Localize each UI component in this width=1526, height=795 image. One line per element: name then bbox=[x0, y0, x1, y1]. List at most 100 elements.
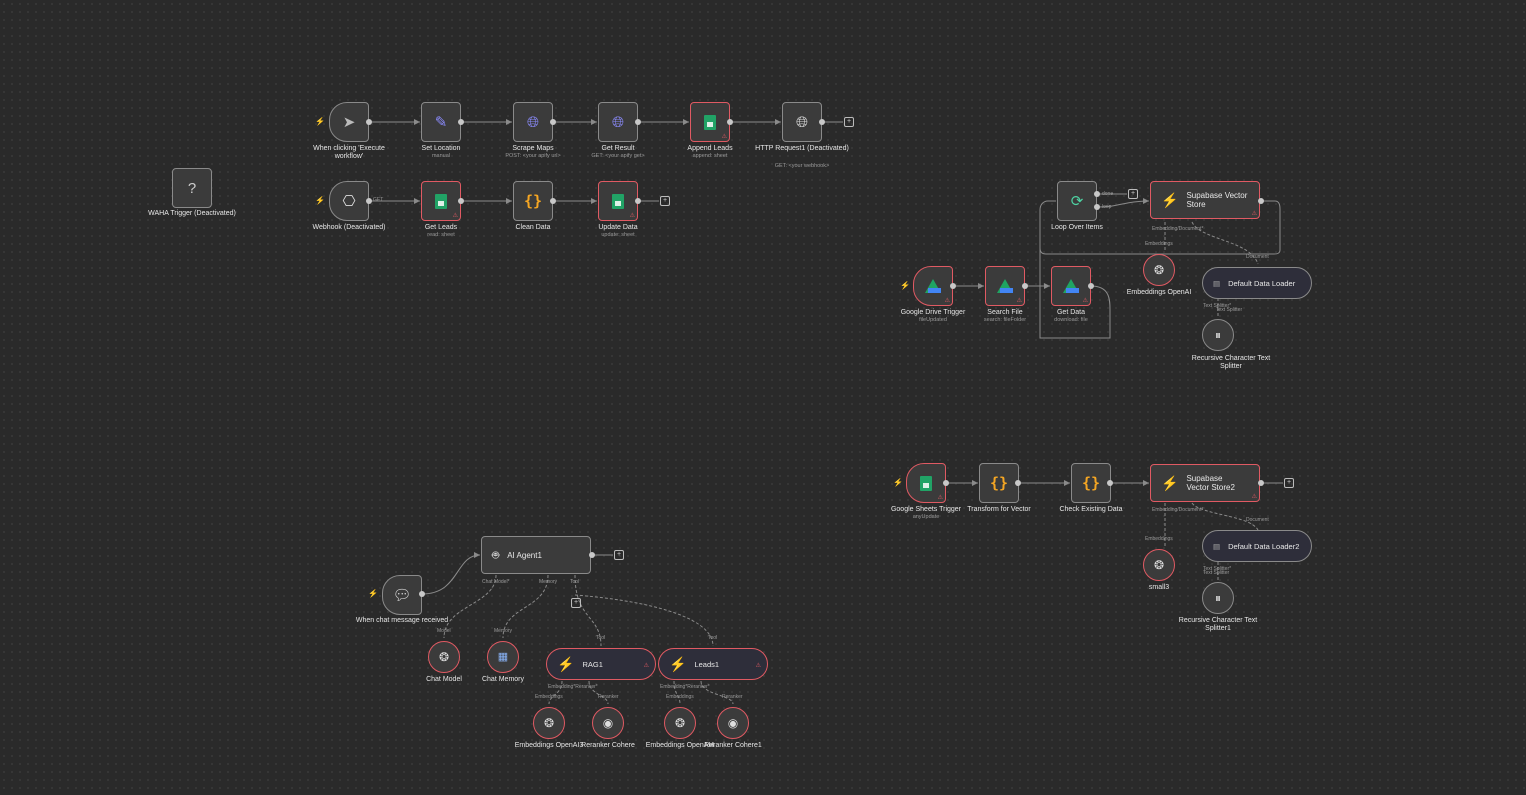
node-execute-workflow[interactable]: ➤ bbox=[329, 102, 369, 142]
port-label: Text Splitter bbox=[1203, 570, 1230, 576]
node-reranker-cohere[interactable]: ◉ bbox=[592, 707, 624, 739]
trigger-bolt-icon: ⚡ bbox=[315, 196, 325, 205]
node-subtitle: anyUpdate bbox=[912, 514, 940, 520]
output-port[interactable] bbox=[1258, 480, 1264, 486]
output-port[interactable] bbox=[635, 119, 641, 125]
port-label: Tool bbox=[596, 635, 606, 641]
node-check-existing-data[interactable]: {} bbox=[1071, 463, 1111, 503]
node-small3[interactable]: ❂ bbox=[1143, 549, 1175, 581]
add-tool-button[interactable]: + bbox=[571, 598, 581, 608]
output-port[interactable] bbox=[943, 480, 949, 486]
node-chat-memory[interactable]: ▦ bbox=[487, 641, 519, 673]
warning-icon: ⚠ bbox=[1082, 298, 1088, 304]
node-chat-model[interactable]: ❂ bbox=[428, 641, 460, 673]
node-waha-trigger[interactable]: ? bbox=[172, 168, 212, 208]
warning-icon: ⚠ bbox=[452, 213, 458, 219]
port-label: Memory bbox=[494, 628, 513, 634]
node-leads1[interactable]: ⚡ Leads1 ⚠ bbox=[658, 648, 768, 680]
node-get-result[interactable]: 🌐︎ bbox=[598, 102, 638, 142]
node-label: Clean Data bbox=[515, 224, 551, 231]
warning-icon: ⚠ bbox=[944, 298, 950, 304]
supabase-icon: ⚡ bbox=[557, 655, 575, 672]
node-get-leads[interactable]: ⚠ bbox=[421, 181, 461, 221]
output-port[interactable] bbox=[819, 119, 825, 125]
node-append-leads[interactable]: ⚠ bbox=[690, 102, 730, 142]
node-embeddings-openai[interactable]: ❂ bbox=[1143, 254, 1175, 286]
node-recursive-character-text-splitter1[interactable]: ⏸ bbox=[1202, 582, 1234, 614]
node-subtitle: read: sheet bbox=[427, 232, 455, 238]
node-chat-trigger[interactable]: 💬︎ bbox=[382, 575, 422, 615]
add-node-button[interactable]: + bbox=[660, 196, 670, 206]
node-embeddings-openai4[interactable]: ❂ bbox=[664, 707, 696, 739]
node-label: Default Data Loader2 bbox=[1228, 541, 1300, 551]
warning-icon: ⚠ bbox=[937, 495, 943, 501]
output-port[interactable] bbox=[419, 591, 425, 597]
webhook-icon: ⎔ bbox=[342, 192, 356, 210]
node-google-sheets-trigger[interactable]: ⚠ bbox=[906, 463, 946, 503]
document-icon: ▤ bbox=[1213, 541, 1221, 551]
splitter-icon: ⏸ bbox=[1214, 591, 1221, 605]
output-port[interactable] bbox=[366, 198, 372, 204]
node-default-data-loader[interactable]: ▤ Default Data Loader bbox=[1202, 267, 1312, 299]
node-search-file[interactable]: ⚠ bbox=[985, 266, 1025, 306]
output-port[interactable] bbox=[635, 198, 641, 204]
node-clean-data[interactable]: {} bbox=[513, 181, 553, 221]
output-port[interactable] bbox=[1258, 198, 1264, 204]
trigger-bolt-icon: ⚡ bbox=[315, 117, 325, 126]
output-port[interactable] bbox=[1094, 191, 1100, 197]
node-google-drive-trigger[interactable]: ⚠ bbox=[913, 266, 953, 306]
warning-icon: ⚠ bbox=[721, 134, 727, 140]
node-set-location[interactable]: ✎ bbox=[421, 102, 461, 142]
document-icon: ▤ bbox=[1213, 278, 1221, 288]
node-rag1[interactable]: ⚡ RAG1 ⚠ bbox=[546, 648, 656, 680]
output-port[interactable] bbox=[1088, 283, 1094, 289]
warning-icon: ⚠ bbox=[629, 213, 635, 219]
node-subtitle: fileUpdated bbox=[919, 317, 947, 323]
node-label: Get Leads bbox=[424, 224, 458, 231]
node-loop-over-items[interactable]: ⟳ bbox=[1057, 181, 1097, 221]
node-embeddings-openai3[interactable]: ❂ bbox=[533, 707, 565, 739]
output-port[interactable] bbox=[1107, 480, 1113, 486]
node-label: Append Leads bbox=[687, 145, 733, 152]
google-sheets-icon bbox=[920, 475, 932, 491]
output-port[interactable] bbox=[458, 198, 464, 204]
output-port[interactable] bbox=[589, 552, 595, 558]
output-port[interactable] bbox=[1022, 283, 1028, 289]
node-update-data[interactable]: ⚠ bbox=[598, 181, 638, 221]
add-node-button[interactable]: + bbox=[1128, 189, 1138, 199]
node-label: Webhook (Deactivated) bbox=[312, 224, 386, 231]
port-label: Embeddings bbox=[1145, 536, 1173, 542]
node-label: Search File bbox=[987, 309, 1023, 316]
node-transform-for-vector[interactable]: {} bbox=[979, 463, 1019, 503]
output-port[interactable] bbox=[950, 283, 956, 289]
node-label: Supabase Vector Store bbox=[1186, 191, 1248, 209]
node-label: Supabase Vector Store2 bbox=[1186, 474, 1235, 492]
node-ai-agent1[interactable]: 🤖︎ AI Agent1 bbox=[481, 536, 591, 574]
node-supabase-vector-store2[interactable]: ⚡ Supabase Vector Store2 ⚠ bbox=[1150, 464, 1260, 502]
output-port[interactable] bbox=[1094, 204, 1100, 210]
output-port[interactable] bbox=[550, 198, 556, 204]
node-recursive-character-text-splitter[interactable]: ⏸ bbox=[1202, 319, 1234, 351]
node-label: Reranker Cohere bbox=[581, 742, 635, 749]
node-label: Google Sheets Trigger bbox=[890, 506, 962, 513]
node-supabase-vector-store[interactable]: ⚡ Supabase Vector Store ⚠ bbox=[1150, 181, 1260, 219]
add-node-button[interactable]: + bbox=[844, 117, 854, 127]
output-port[interactable] bbox=[366, 119, 372, 125]
node-webhook[interactable]: ⎔ bbox=[329, 181, 369, 221]
output-port[interactable] bbox=[727, 119, 733, 125]
output-port[interactable] bbox=[458, 119, 464, 125]
openai-icon: ❂ bbox=[438, 650, 450, 664]
output-port[interactable] bbox=[1015, 480, 1021, 486]
node-scrape-maps[interactable]: 🌐︎ bbox=[513, 102, 553, 142]
port-label: Text Splitter bbox=[1216, 307, 1243, 313]
node-get-data[interactable]: ⚠ bbox=[1051, 266, 1091, 306]
node-label: HTTP Request1 (Deactivated) bbox=[755, 145, 849, 152]
node-default-data-loader2[interactable]: ▤ Default Data Loader2 bbox=[1202, 530, 1312, 562]
add-node-button[interactable]: + bbox=[614, 550, 624, 560]
node-http-request1[interactable]: 🌐︎ bbox=[782, 102, 822, 142]
output-port[interactable] bbox=[550, 119, 556, 125]
port-label: Document bbox=[1246, 517, 1269, 523]
add-node-button[interactable]: + bbox=[1284, 478, 1294, 488]
node-reranker-cohere1[interactable]: ◉ bbox=[717, 707, 749, 739]
